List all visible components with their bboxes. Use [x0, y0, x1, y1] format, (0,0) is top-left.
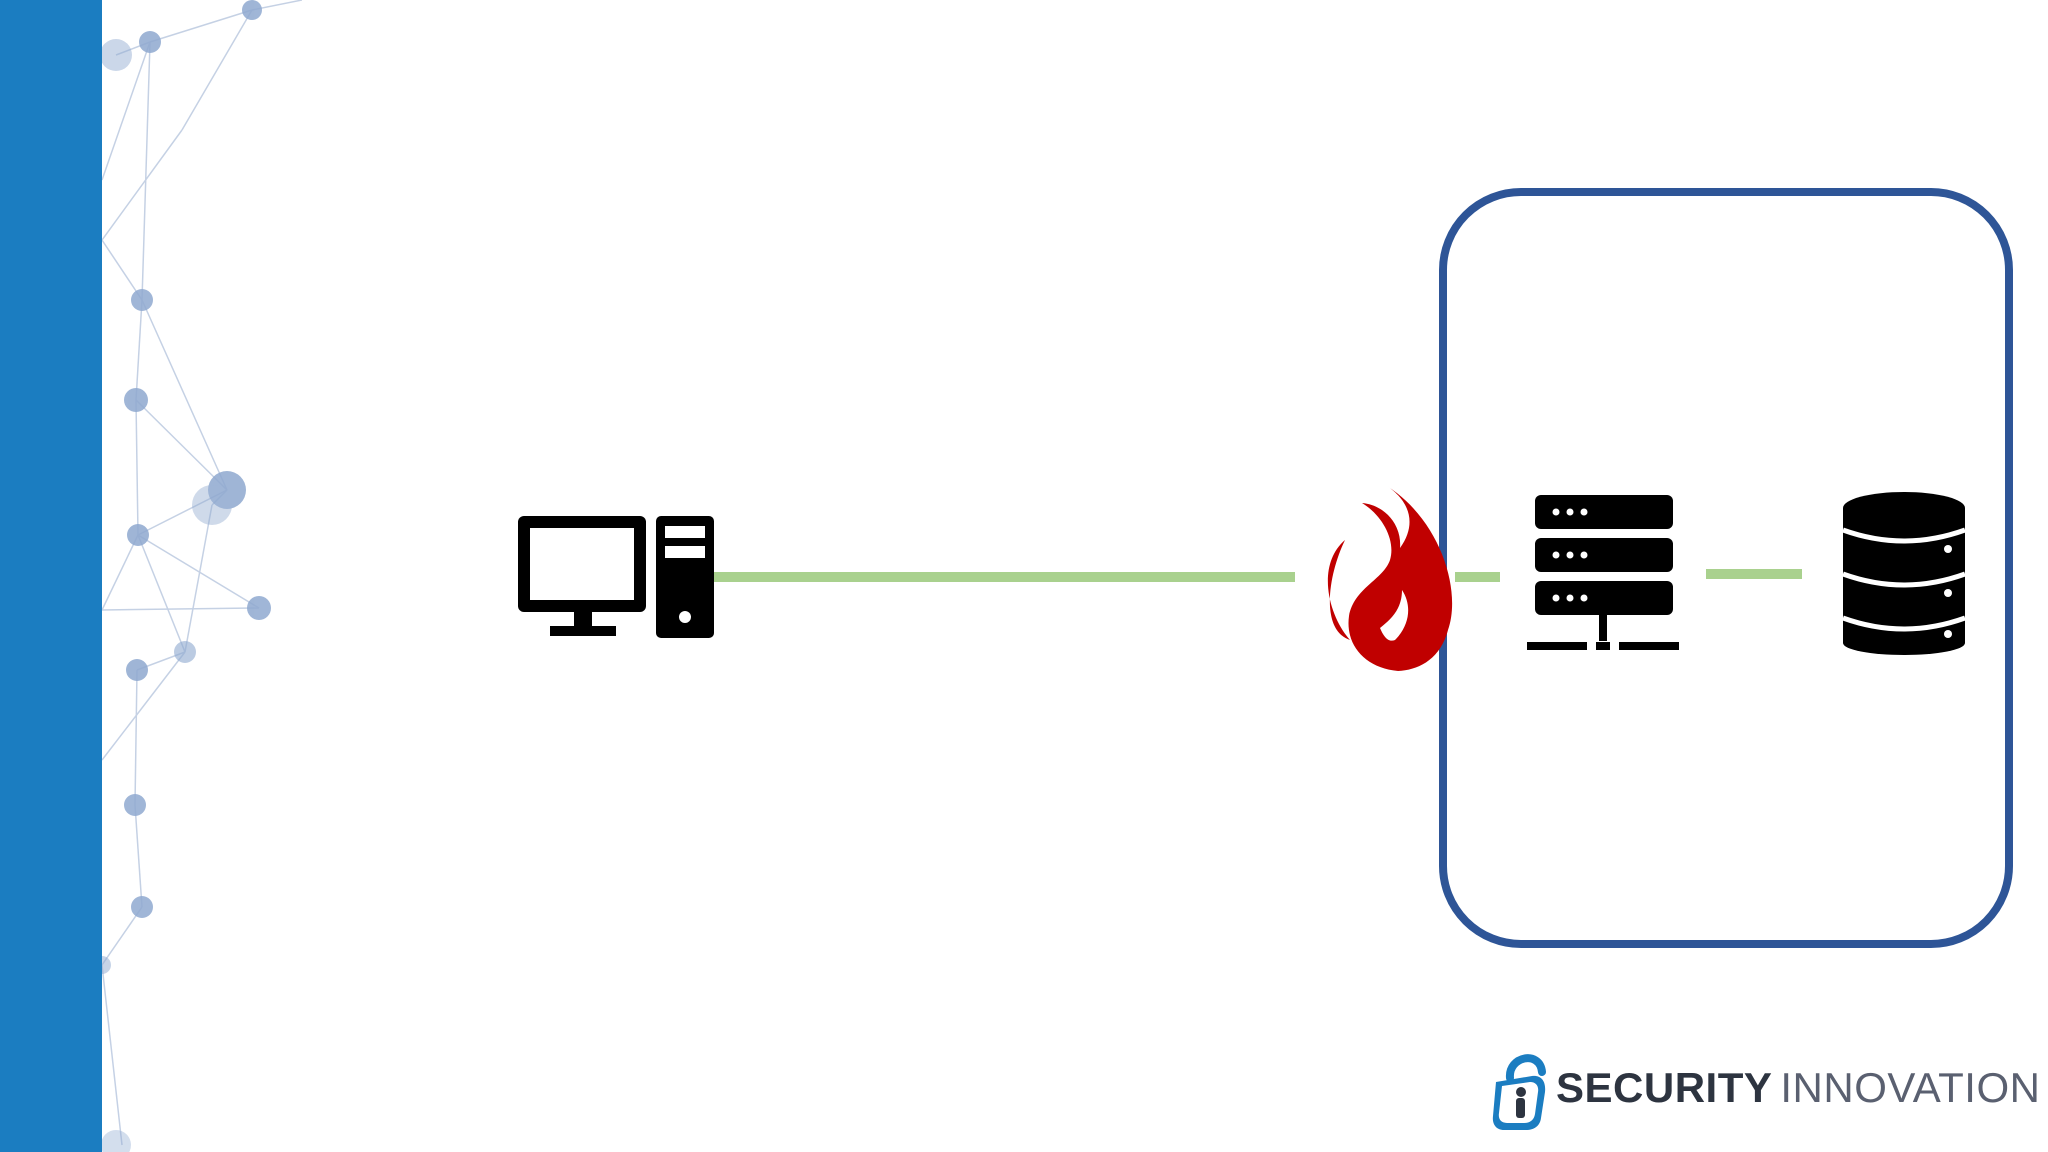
- firewall-flame-icon: [1327, 486, 1453, 671]
- padlock-logo-icon: [1492, 1054, 1546, 1130]
- network-graphic: [102, 0, 302, 1152]
- logo-word-security: SECURITY: [1556, 1064, 1773, 1111]
- database-icon: [1842, 492, 1966, 655]
- accent-bar: [0, 0, 102, 1152]
- server-rack-icon: [1527, 495, 1679, 650]
- logo-word-innovation: INNOVATION: [1780, 1064, 2041, 1111]
- desktop-computer-icon: [518, 516, 714, 638]
